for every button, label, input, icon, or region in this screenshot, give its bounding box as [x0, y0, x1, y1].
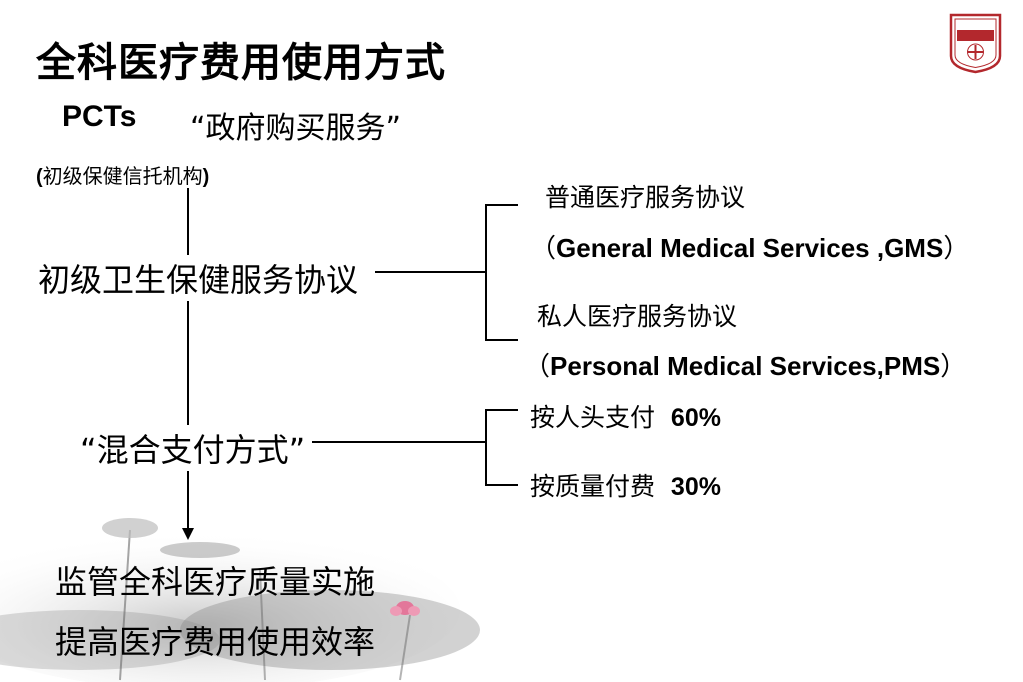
primary-care-contract-label: 初级卫生保健服务协议: [38, 255, 361, 301]
huashan-hospital-logo-icon: [949, 13, 1002, 74]
page-title: 全科医疗费用使用方式: [36, 40, 446, 86]
goal-cost-efficiency: 提高医疗费用使用效率: [55, 623, 376, 661]
pink-lotus-flower-icon: [390, 601, 420, 616]
pms-chinese-label: 私人医疗服务协议: [537, 302, 738, 331]
government-purchase-label: “政府购买服务”: [190, 111, 402, 146]
pms-english-label: （Personal Medical Services,PMS）: [524, 351, 967, 382]
capitation-payment-item: 按人头支付 60%: [530, 403, 721, 432]
goal-quality-supervision: 监管全科医疗质量实施: [55, 563, 376, 601]
quality-payment-item: 按质量付费 30%: [530, 472, 721, 501]
mixed-payment-label: “混合支付方式”: [80, 425, 306, 471]
pcts-label: PCTs: [62, 100, 137, 133]
gms-english-label: （General Medical Services ,GMS）: [530, 233, 970, 264]
gms-chinese-label: 普通医疗服务协议: [545, 183, 746, 212]
pcts-subtitle: (初级保健信托机构): [36, 164, 210, 188]
ink-lotus-background: [0, 518, 480, 682]
